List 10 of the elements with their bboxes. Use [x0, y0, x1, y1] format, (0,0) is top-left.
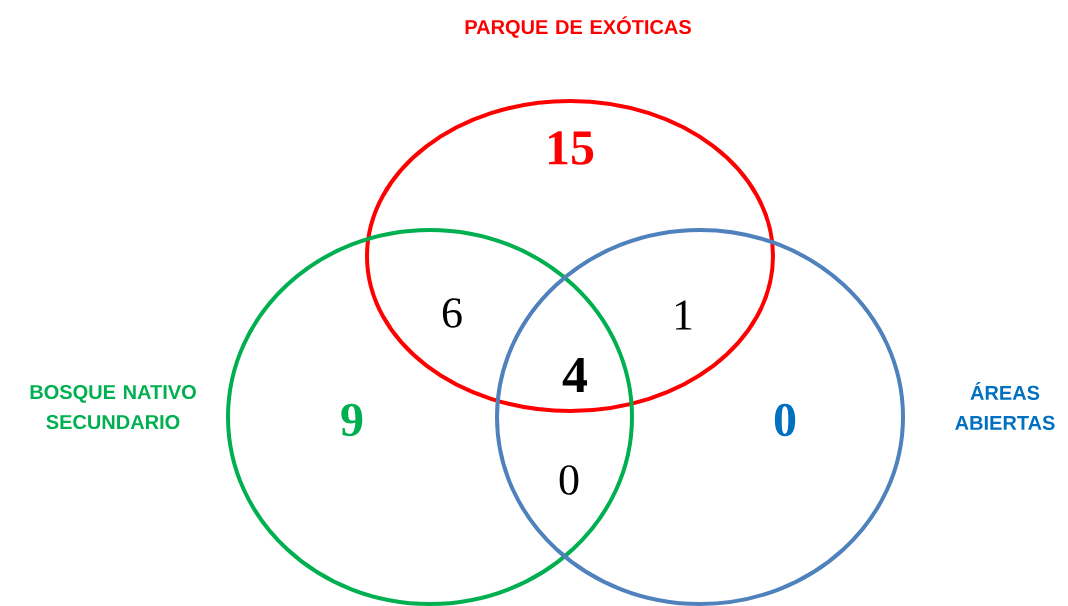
set-label: PARQUE DE EXÓTICAS	[465, 16, 691, 38]
count-label: 1	[675, 300, 692, 330]
count-label: 4	[562, 357, 588, 393]
set-label: BOSQUE NATIVO SECUNDARIO	[30, 384, 196, 430]
count-label: 9	[341, 403, 363, 437]
count-label: 0	[559, 465, 579, 495]
set-label: ÁREAS ABIERTAS	[955, 382, 1055, 430]
count-label: 0	[774, 403, 796, 437]
count-label: 6	[442, 298, 462, 328]
count-label: 15	[549, 131, 594, 165]
